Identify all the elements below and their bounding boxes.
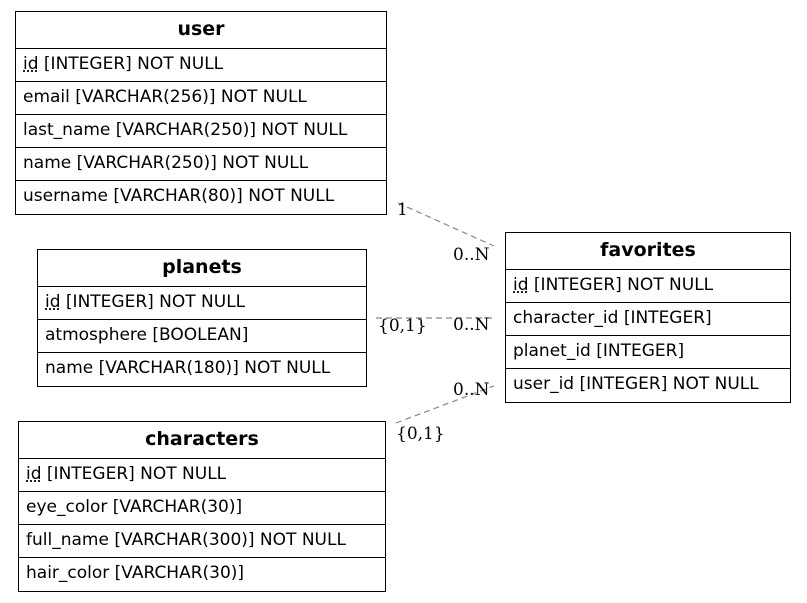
field-row: hair_color [VARCHAR(30)] [19,558,385,591]
field-definition: last_name [VARCHAR(250)] NOT NULL [23,120,348,140]
field-row: eye_color [VARCHAR(30)] [19,492,385,525]
entity-title: planets [38,250,366,287]
field-definition: full_name [VARCHAR(300)] NOT NULL [26,530,346,550]
cardinality-characters-favorites-many: 0..N [453,380,490,400]
field-row: id [INTEGER] NOT NULL [38,287,366,320]
field-definition: planet_id [INTEGER] [513,341,685,361]
field-definition: name [VARCHAR(180)] NOT NULL [45,358,331,378]
field-row: id [INTEGER] NOT NULL [506,270,790,303]
field-row: name [VARCHAR(250)] NOT NULL [16,148,386,181]
cardinality-user-favorites-many: 0..N [453,245,490,265]
cardinality-user-one: 1 [397,200,408,220]
cardinality-planets-favorites-many: 0..N [453,315,490,335]
field-definition: [INTEGER] NOT NULL [41,464,227,484]
field-definition: [INTEGER] NOT NULL [60,292,246,312]
entity-title: favorites [506,233,790,270]
field-row: planet_id [INTEGER] [506,336,790,369]
field-row: full_name [VARCHAR(300)] NOT NULL [19,525,385,558]
field-definition: [INTEGER] NOT NULL [528,275,714,295]
field-definition: username [VARCHAR(80)] NOT NULL [23,186,335,206]
field-row: username [VARCHAR(80)] NOT NULL [16,181,386,214]
field-definition: name [VARCHAR(250)] NOT NULL [23,153,309,173]
entity-title: characters [19,422,385,459]
entity-favorites[interactable]: favorites id [INTEGER] NOT NULL character… [505,232,791,403]
field-definition: atmosphere [BOOLEAN] [45,325,249,345]
entity-user[interactable]: user id [INTEGER] NOT NULL email [VARCHAR… [15,11,387,215]
field-row: id [INTEGER] NOT NULL [16,49,386,82]
field-definition: [INTEGER] NOT NULL [38,54,224,74]
cardinality-characters-optional: {0,1} [396,424,445,444]
field-row: user_id [INTEGER] NOT NULL [506,369,790,402]
field-row: last_name [VARCHAR(250)] NOT NULL [16,115,386,148]
field-row: character_id [INTEGER] [506,303,790,336]
link-characters-favorites [395,385,495,424]
link-user-favorites [397,202,495,247]
field-definition: eye_color [VARCHAR(30)] [26,497,243,517]
field-row: name [VARCHAR(180)] NOT NULL [38,353,366,386]
field-definition: character_id [INTEGER] [513,308,712,328]
entity-characters[interactable]: characters id [INTEGER] NOT NULL eye_colo… [18,421,386,592]
cardinality-planets-optional: {0,1} [378,316,427,336]
field-row: atmosphere [BOOLEAN] [38,320,366,353]
field-definition: user_id [INTEGER] NOT NULL [513,374,759,394]
entity-title: user [16,12,386,49]
field-definition: email [VARCHAR(256)] NOT NULL [23,87,307,107]
primary-key-label: id [26,464,42,484]
field-row: id [INTEGER] NOT NULL [19,459,385,492]
primary-key-label: id [23,54,39,74]
entity-planets[interactable]: planets id [INTEGER] NOT NULL atmosphere … [37,249,367,387]
primary-key-label: id [513,275,529,295]
primary-key-label: id [45,292,61,312]
field-definition: hair_color [VARCHAR(30)] [26,563,245,583]
field-row: email [VARCHAR(256)] NOT NULL [16,82,386,115]
